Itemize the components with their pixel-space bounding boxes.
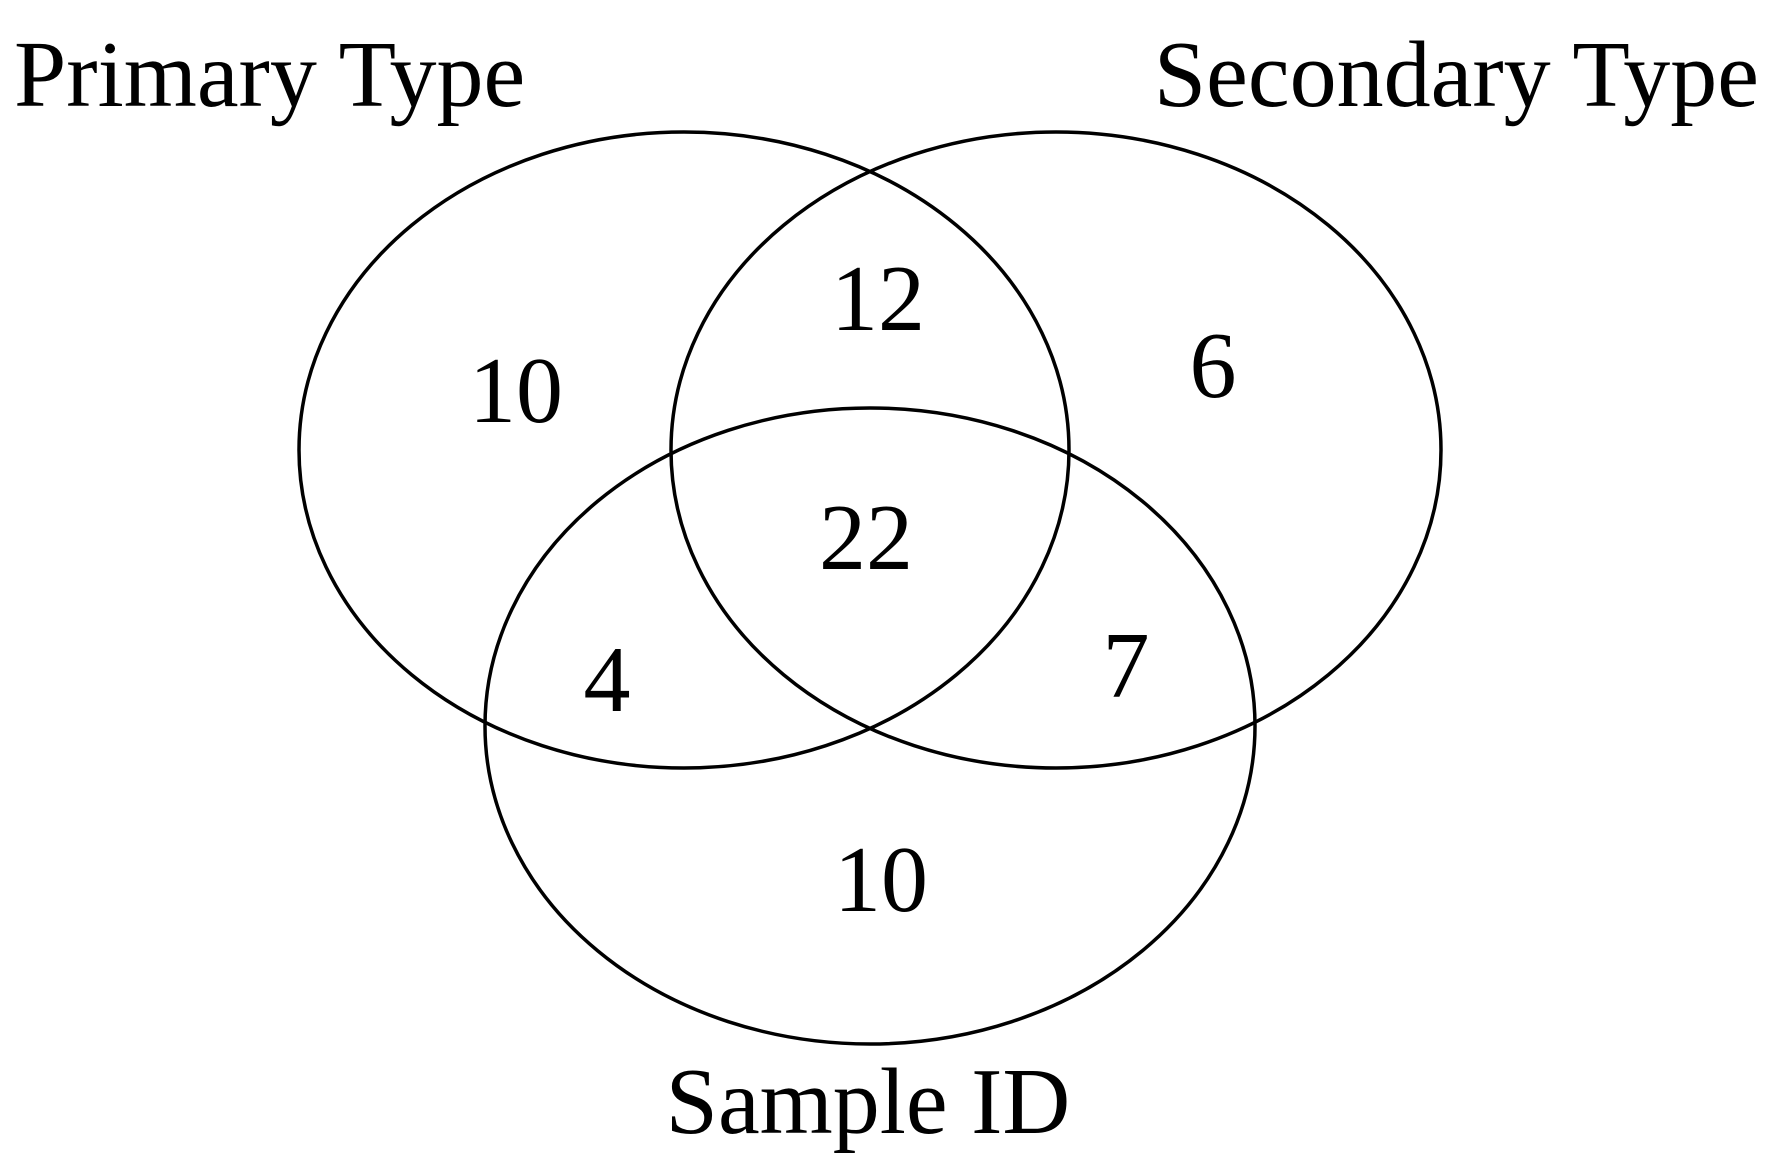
region-count-all-three: 22	[819, 486, 913, 590]
region-count-primary-only: 10	[469, 339, 563, 443]
region-count-sample-only: 10	[834, 828, 928, 932]
sample-set-ellipse	[483, 406, 1257, 1046]
region-count-secondary-only: 6	[1189, 314, 1237, 418]
region-count-primary-sample: 4	[583, 628, 631, 732]
region-count-primary-secondary: 12	[831, 247, 925, 351]
secondary-set-ellipse	[669, 130, 1443, 770]
primary-set-ellipse	[297, 130, 1071, 770]
primary-set-label: Primary Type	[14, 23, 526, 127]
region-count-secondary-sample: 7	[1102, 614, 1150, 718]
sample-set-label: Sample ID	[665, 1050, 1071, 1154]
secondary-set-label: Secondary Type	[1153, 23, 1759, 127]
